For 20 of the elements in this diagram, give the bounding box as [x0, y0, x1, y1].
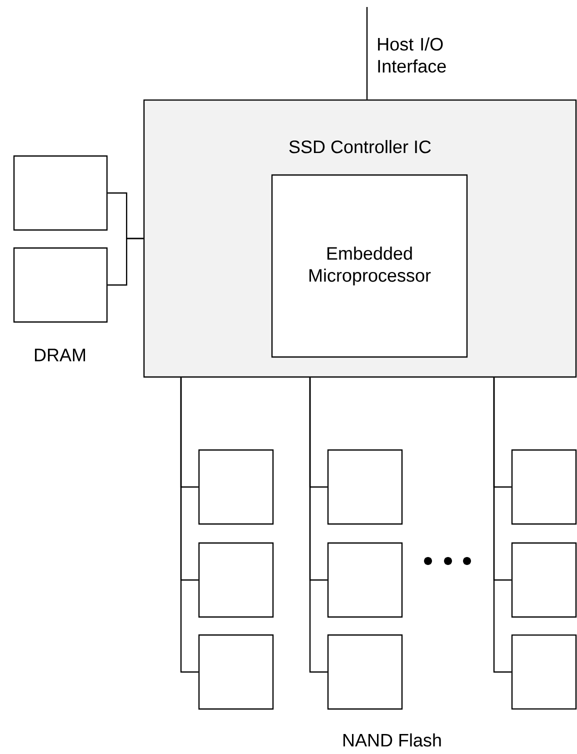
memory-chip-box — [327, 449, 403, 525]
memory-chip-box — [511, 449, 577, 525]
memory-chip-box — [198, 449, 274, 525]
memory-chip-box — [327, 634, 403, 710]
group-label: DRAM — [34, 348, 86, 362]
group-label: NAND Flash — [343, 733, 441, 747]
bus-line — [108, 238, 144, 286]
bus-line — [366, 7, 368, 100]
memory-chip-box — [511, 542, 577, 618]
memory-chip-box — [198, 542, 274, 618]
memory-chip-box — [198, 634, 274, 710]
memory-chip-box — [13, 155, 108, 231]
edge-label: Host I/O Interface — [378, 37, 446, 73]
bus-line — [180, 378, 198, 673]
processor-box: Embedded Microprocessor — [271, 174, 468, 358]
memory-chip-box — [13, 247, 108, 323]
bus-line — [493, 378, 512, 673]
bus-line — [309, 378, 328, 673]
memory-chip-box — [511, 634, 577, 710]
memory-chip-box — [327, 542, 403, 618]
